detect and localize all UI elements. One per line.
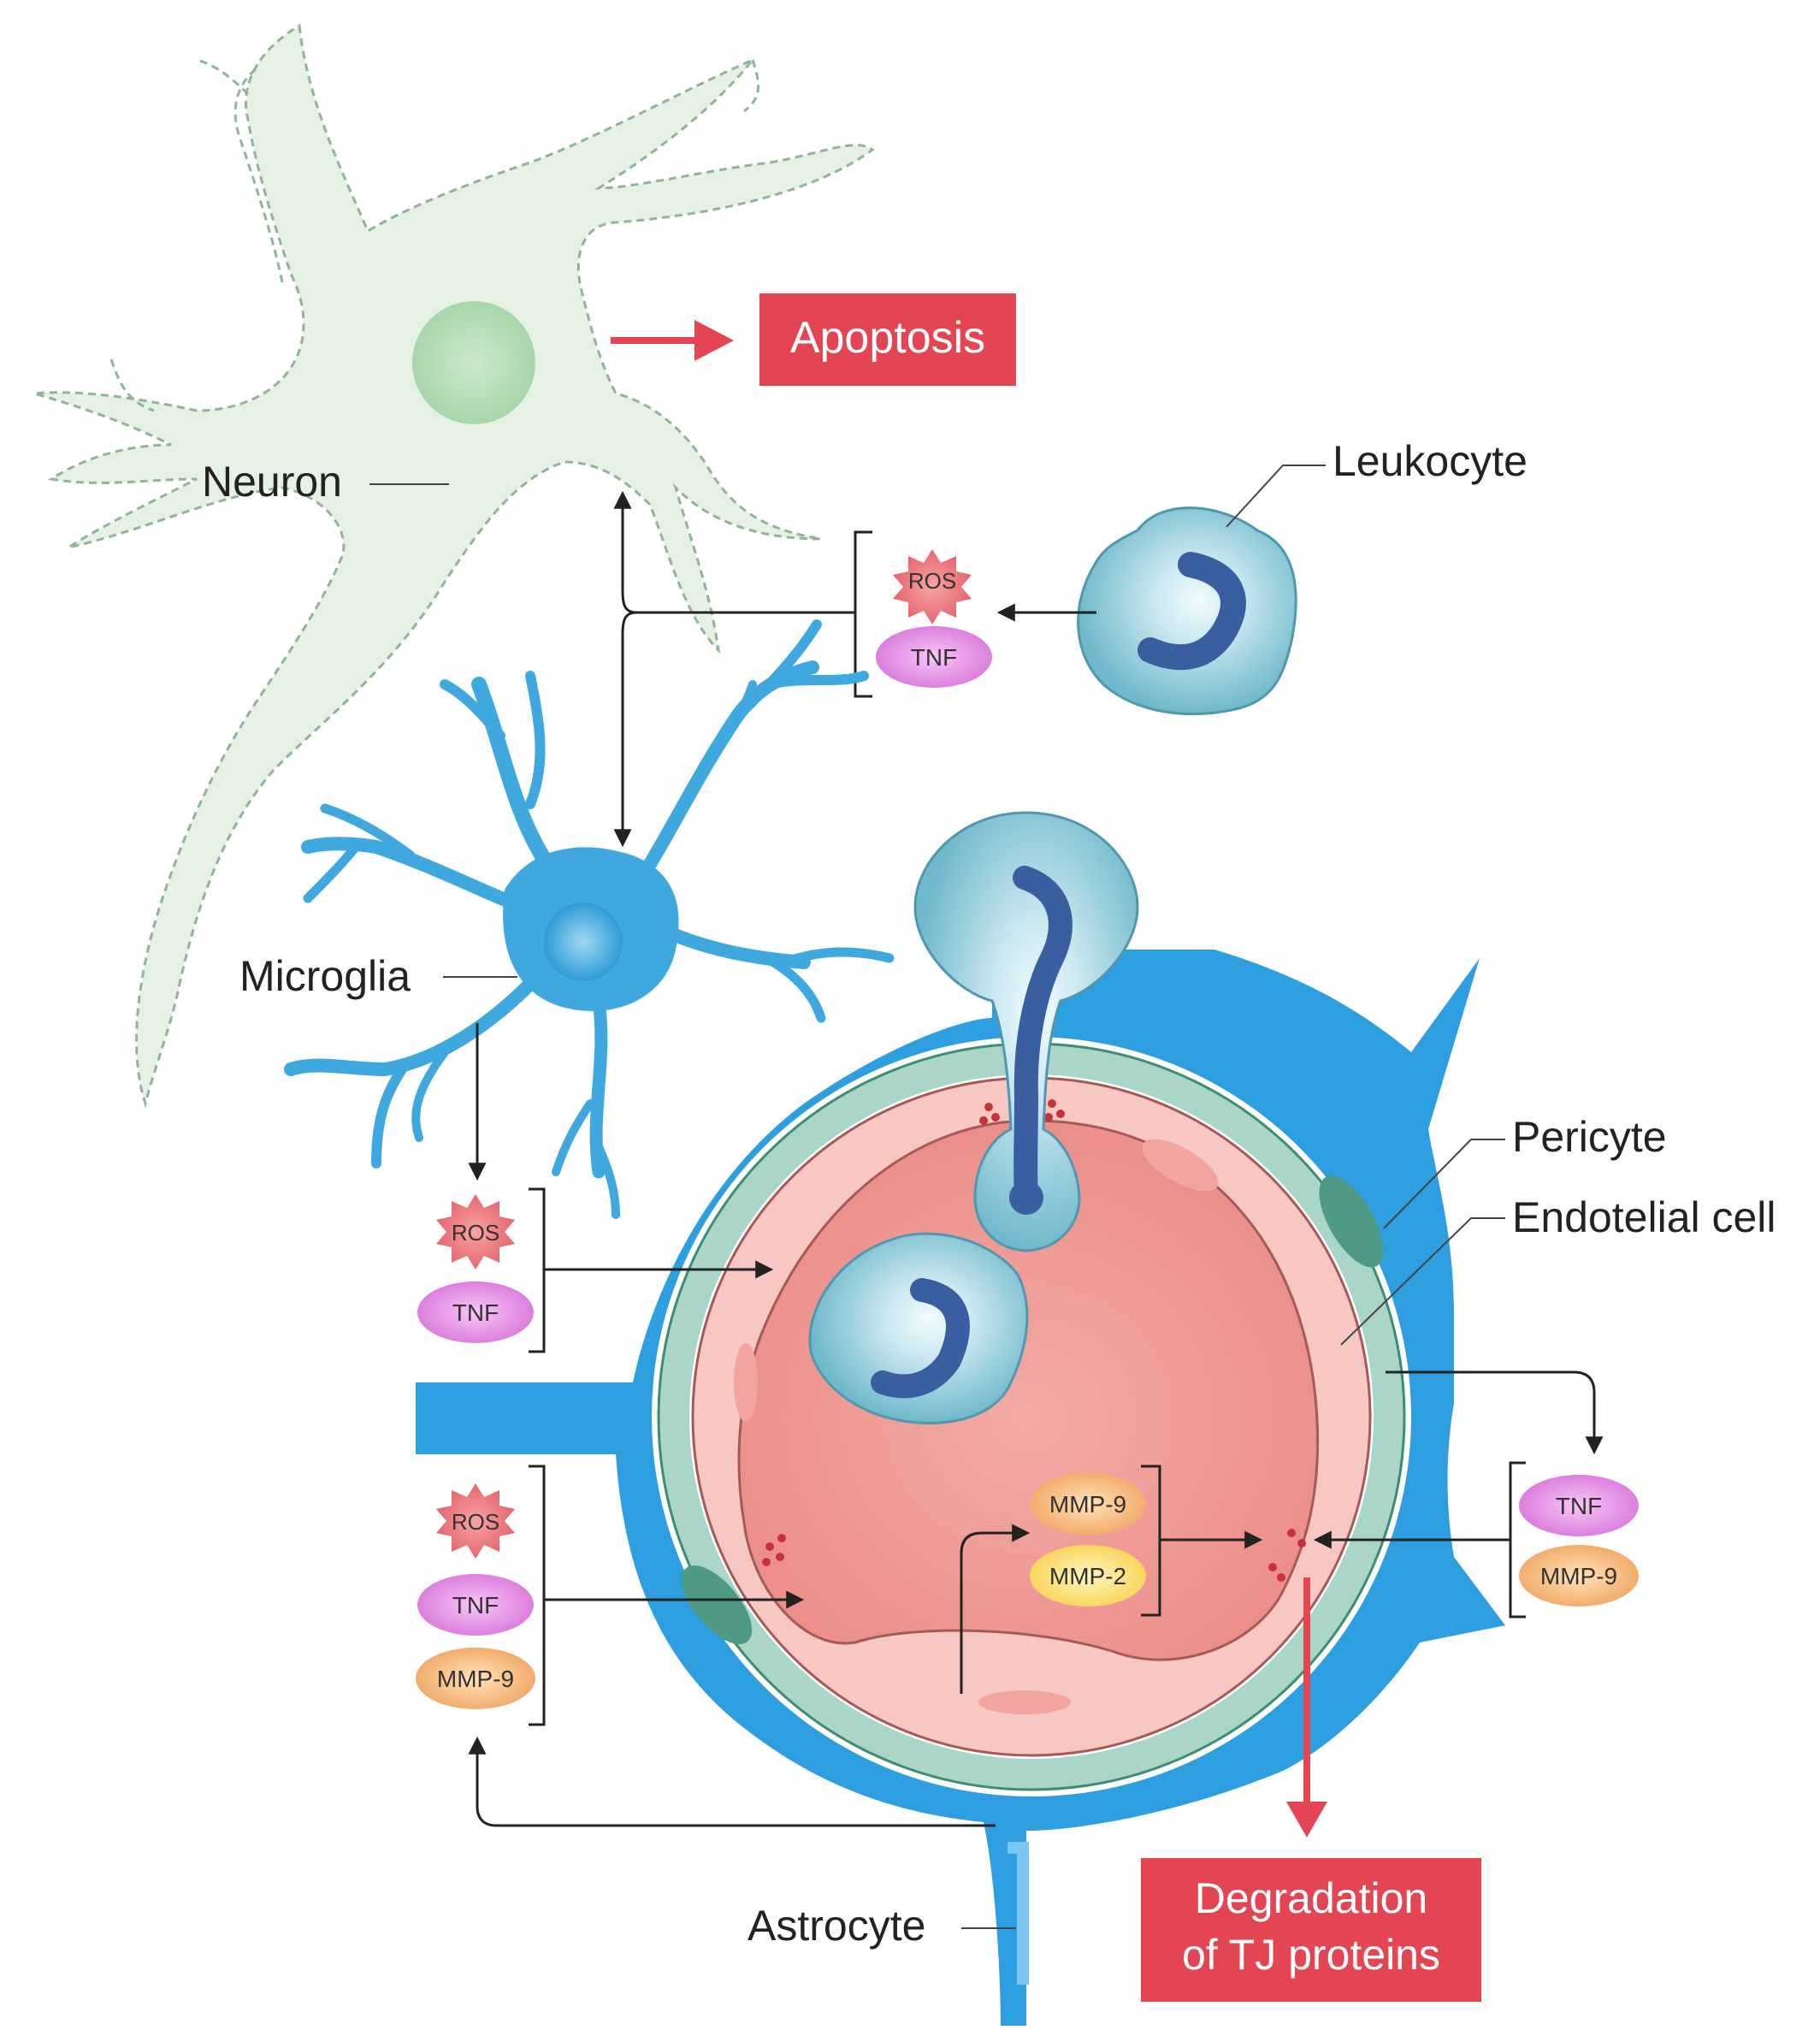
endothelial-nucleus [978, 1690, 1071, 1714]
apoptosis-arrow [611, 320, 734, 361]
tnf-badge-top: TNF [876, 626, 992, 688]
pericyte-leader-line [1383, 1139, 1505, 1229]
pericyte-to-right-mediators-arrow [1386, 1370, 1604, 1455]
mid-left-bracket [529, 1187, 546, 1353]
svg-text:TNF: TNF [452, 1299, 499, 1326]
endothelial-nucleus [734, 1343, 758, 1422]
svg-text:MMP-2: MMP-2 [1049, 1563, 1126, 1589]
transmigrating-leukocyte [913, 811, 1139, 1252]
astrocyte-label: Astrocyte [748, 1902, 925, 1950]
tnf-badge-mid: TNF [417, 1281, 534, 1343]
neuron-cell [33, 23, 875, 1109]
mmp9-badge-right: MMP-9 [1519, 1545, 1639, 1607]
leukocyte-label: Leukocyte [1332, 437, 1528, 485]
endothelial-label: Endotelial cell [1512, 1193, 1776, 1241]
svg-text:TNF: TNF [452, 1592, 499, 1619]
mmp2-badge-center: MMP-2 [1030, 1545, 1146, 1607]
center-up-arrow [960, 1524, 1031, 1694]
degradation-arrow [1286, 1577, 1327, 1838]
svg-text:MMP-9: MMP-9 [1540, 1563, 1617, 1589]
svg-text:MMP-9: MMP-9 [1049, 1491, 1126, 1518]
degradation-box [1141, 1858, 1481, 2002]
microglia-nucleus [544, 903, 623, 981]
neuron-nucleus [412, 301, 535, 424]
degradation-text-line2: of TJ proteins [1182, 1931, 1440, 1979]
svg-text:TNF: TNF [911, 644, 957, 671]
endothelial-nucleus [1142, 1139, 1219, 1192]
tight-junctions [762, 1099, 1306, 1582]
pericyte-nucleus [1319, 1175, 1384, 1268]
degradation-text-line1: Degradation [1195, 1874, 1427, 1922]
tnf-badge-right: TNF [1519, 1475, 1639, 1536]
apoptosis-text: Apoptosis [790, 313, 985, 363]
pericyte-label: Pericyte [1512, 1113, 1667, 1161]
pericyte-nucleus [681, 1565, 753, 1645]
svg-text:TNF: TNF [1556, 1493, 1602, 1519]
mmp9-badge-center: MMP-9 [1030, 1473, 1146, 1535]
svg-text:ROS: ROS [452, 1220, 499, 1246]
ros-badge-mid: ROS [436, 1194, 515, 1269]
apoptosis-box [759, 293, 1016, 386]
tnf-badge-low: TNF [417, 1574, 534, 1636]
microglia-cell [284, 619, 895, 1219]
astrocyte-to-mediators-arrow [468, 1736, 996, 1827]
mmp9-badge-low: MMP-9 [416, 1648, 535, 1709]
right-bracket [1509, 1461, 1526, 1619]
neuron-label: Neuron [202, 458, 342, 506]
svg-text:ROS: ROS [908, 568, 956, 594]
lumen-leukocyte [808, 1232, 1029, 1425]
leukocyte-leader-line [1226, 465, 1326, 528]
ros-badge-top: ROS [893, 549, 972, 624]
svg-text:ROS: ROS [452, 1509, 499, 1535]
top-mediator-bracket [854, 530, 872, 698]
low-left-bracket [529, 1465, 546, 1726]
leukocyte-nucleus [1138, 552, 1246, 671]
leukocyte-cell [1077, 506, 1297, 716]
endothelial-leader-line [1340, 1217, 1505, 1346]
ros-badge-low: ROS [436, 1483, 515, 1559]
microglia-label: Microglia [239, 952, 411, 1000]
svg-text:MMP-9: MMP-9 [437, 1666, 514, 1692]
